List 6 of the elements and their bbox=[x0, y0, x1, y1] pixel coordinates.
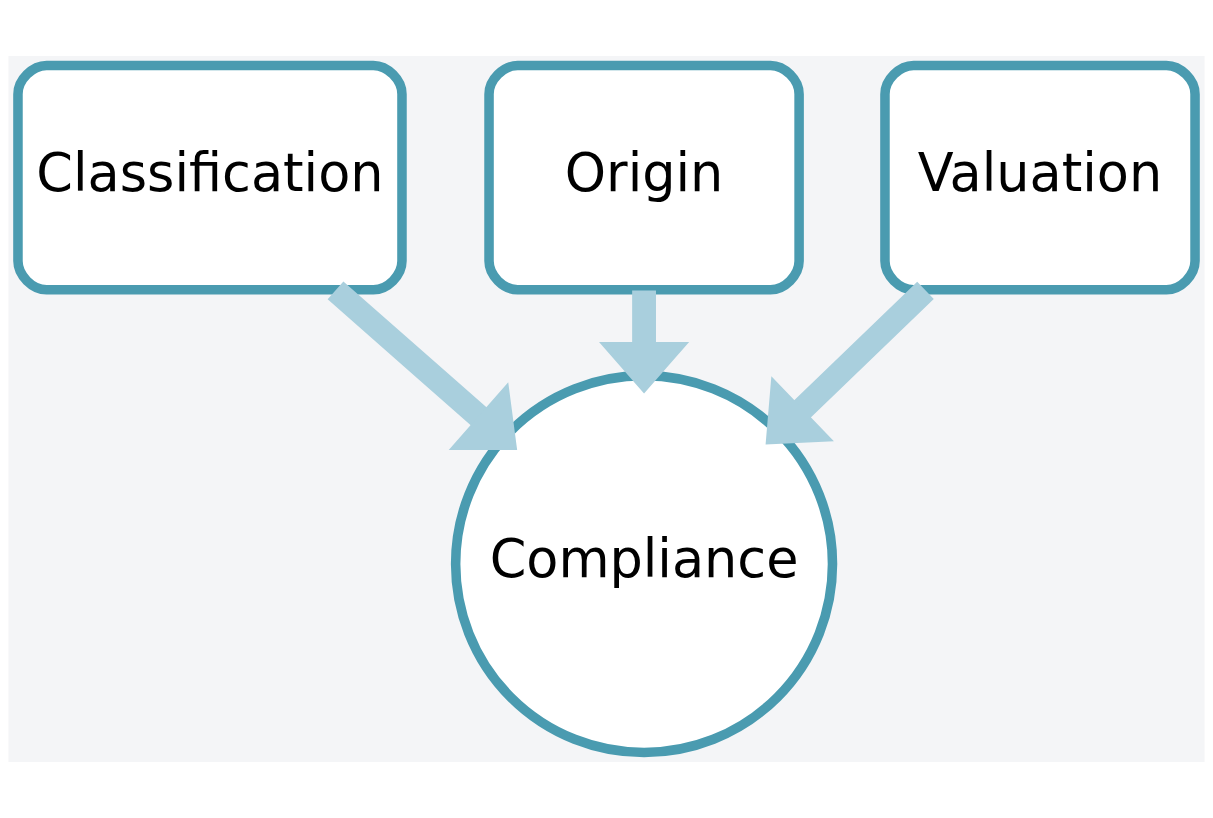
arrow bbox=[765, 281, 934, 445]
arrow bbox=[599, 290, 690, 394]
node-box: Valuation bbox=[880, 60, 1200, 295]
node-box: Classification bbox=[13, 60, 407, 295]
arrow bbox=[327, 281, 518, 451]
node-box: Origin bbox=[484, 60, 804, 295]
